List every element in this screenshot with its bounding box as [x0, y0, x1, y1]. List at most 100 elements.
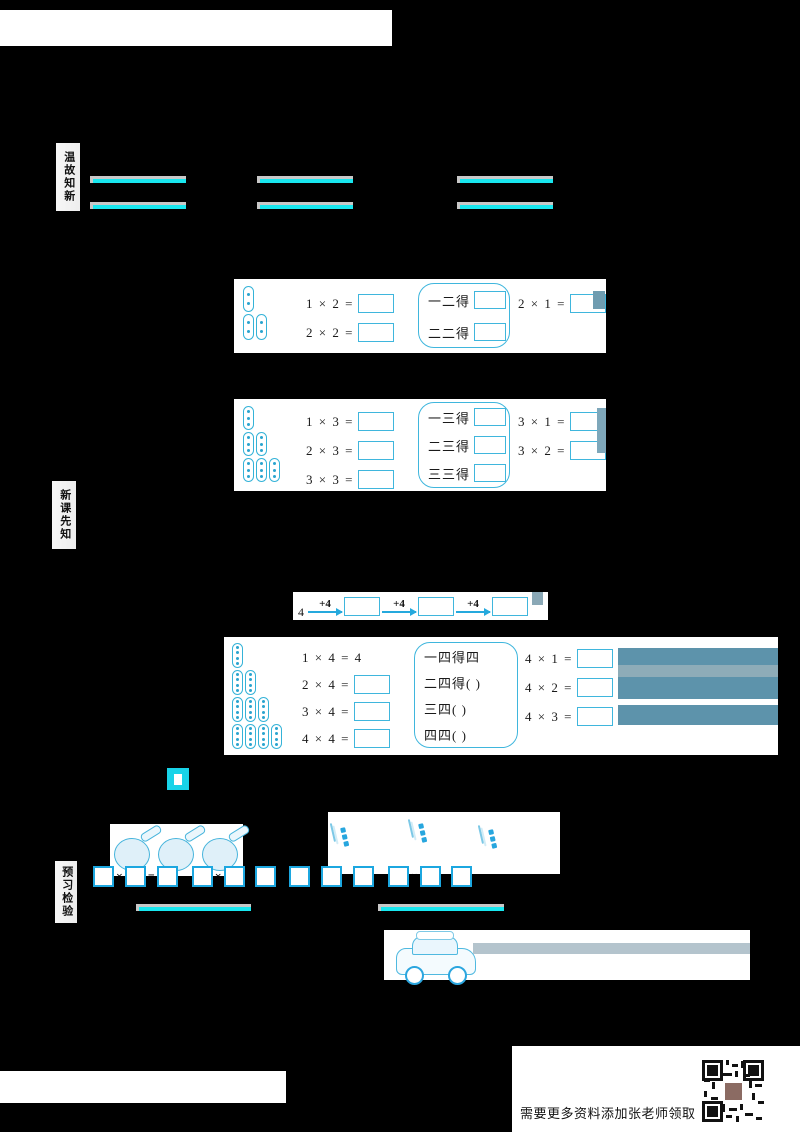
table-2-chant-box: 一二得 二二得 — [418, 283, 510, 348]
answer-box[interactable] — [474, 464, 507, 482]
chant-text: 二四得( ) — [424, 675, 481, 691]
answer-box[interactable] — [93, 866, 114, 887]
redacted-block — [618, 677, 778, 699]
review-answer-line[interactable] — [457, 202, 553, 209]
top-blank-band — [0, 10, 392, 46]
answer-box[interactable] — [474, 323, 507, 341]
answer-box[interactable] — [156, 866, 178, 887]
review-answer-line[interactable] — [90, 202, 186, 209]
abacus-bead — [421, 836, 428, 843]
redacted-block — [597, 408, 606, 453]
redacted-block — [618, 705, 778, 725]
bead-row — [243, 314, 267, 340]
answer-box[interactable] — [255, 866, 277, 887]
paddle-answer-row: × = × = — [92, 866, 277, 887]
skip-count-answer-box[interactable] — [344, 596, 380, 616]
multiply-operator: × — [214, 869, 222, 883]
answer-box[interactable] — [353, 702, 390, 721]
table-3-left-equations: 1 × 3 = 2 × 3 = 3 × 3 = — [306, 407, 394, 494]
equation-text: 4 × 4 = — [302, 730, 350, 746]
qr-finder — [701, 1101, 723, 1122]
qr-cell — [725, 1115, 732, 1118]
answer-line-highlight — [381, 907, 504, 911]
bead-capsule — [269, 458, 280, 482]
answer-box[interactable] — [353, 675, 390, 694]
skip-count-answer-box[interactable] — [492, 596, 528, 616]
chant-row[interactable]: 一四得四 — [415, 643, 517, 669]
bead-capsule — [232, 724, 243, 749]
abacus-bead — [340, 827, 347, 834]
answer-box[interactable] — [357, 441, 394, 460]
answer-box[interactable] — [419, 866, 441, 887]
qr-cell — [725, 1060, 729, 1065]
equals-operator: = — [343, 869, 351, 883]
answer-line-highlight — [260, 179, 353, 183]
section-tab-check: 预习检验 — [55, 861, 77, 923]
paddle-answer-line[interactable] — [136, 904, 251, 911]
chant-row[interactable]: 四四( ) — [415, 721, 517, 747]
review-answer-line[interactable] — [257, 202, 353, 209]
abacus-icon — [407, 819, 428, 843]
table-2-left-equations: 1 × 2 = 2 × 2 = — [306, 289, 394, 347]
multiplication-table-2-panel: 1 × 2 = 2 × 2 = 一二得 二二得 2 × 1 = — [234, 279, 606, 353]
qr-cell — [703, 1079, 710, 1082]
bead-row — [243, 458, 280, 482]
answer-box[interactable] — [576, 678, 613, 697]
answer-box[interactable] — [576, 649, 613, 668]
bead-row — [232, 724, 282, 749]
answer-box[interactable] — [357, 470, 394, 489]
equation-text: 4 × 2 = — [525, 679, 573, 695]
abacus-answer-row: × = × = — [288, 866, 473, 887]
equation-text: 3 × 1 = — [518, 413, 566, 429]
review-answer-line[interactable] — [257, 176, 353, 183]
qr-cell — [710, 1097, 718, 1100]
bead-capsule — [232, 643, 243, 668]
abacus-answer-line[interactable] — [378, 904, 504, 911]
chant-row[interactable]: 三四( ) — [415, 695, 517, 721]
qr-cell — [743, 1074, 750, 1077]
bead-capsule — [258, 697, 269, 722]
car-roof — [416, 931, 454, 940]
answer-box[interactable] — [289, 866, 310, 887]
abacus-bead — [419, 829, 426, 836]
answer-box[interactable] — [353, 729, 390, 748]
answer-box[interactable] — [191, 866, 213, 887]
chant-row[interactable]: 二四得( ) — [415, 669, 517, 695]
answer-box[interactable] — [357, 294, 394, 313]
qr-avatar — [723, 1082, 743, 1101]
answer-box[interactable] — [352, 866, 374, 887]
answer-box[interactable] — [357, 323, 394, 342]
bead-capsule — [256, 458, 267, 482]
answer-box[interactable] — [223, 866, 245, 887]
review-answer-line[interactable] — [457, 176, 553, 183]
qr-code-icon[interactable] — [701, 1060, 764, 1122]
chant-text: 一四得四 — [424, 649, 481, 665]
answer-box[interactable] — [357, 412, 394, 431]
bead-capsule — [232, 697, 243, 722]
section-tab-preview: 新课先知 — [52, 481, 76, 549]
promo-footer: 需要更多资料添加张老师领取 — [512, 1046, 800, 1132]
answer-box[interactable] — [474, 291, 507, 309]
review-answer-line[interactable] — [90, 176, 186, 183]
arrow-shaft-icon — [382, 608, 417, 616]
answer-box[interactable] — [474, 408, 507, 426]
skip-count-arrow: +4 — [456, 599, 491, 616]
bead-capsule — [243, 458, 254, 482]
answer-box[interactable] — [124, 866, 146, 887]
answer-box[interactable] — [474, 436, 507, 454]
skip-count-answer-box[interactable] — [418, 596, 454, 616]
answer-box[interactable] — [387, 866, 409, 887]
bead-capsule — [256, 432, 267, 456]
abacus-tray — [477, 825, 498, 849]
answer-box[interactable] — [320, 866, 342, 887]
bead-diagram-3 — [243, 406, 280, 484]
answer-box[interactable] — [451, 866, 473, 887]
answer-box[interactable] — [576, 707, 613, 726]
paddle-handle — [139, 823, 163, 844]
multiply-operator: × — [312, 869, 319, 883]
bead-row — [243, 286, 267, 312]
section-tab-review: 温故知新 — [56, 143, 80, 211]
qr-cell — [728, 1108, 737, 1111]
qr-cell — [744, 1113, 753, 1116]
car-wheel — [405, 966, 424, 985]
